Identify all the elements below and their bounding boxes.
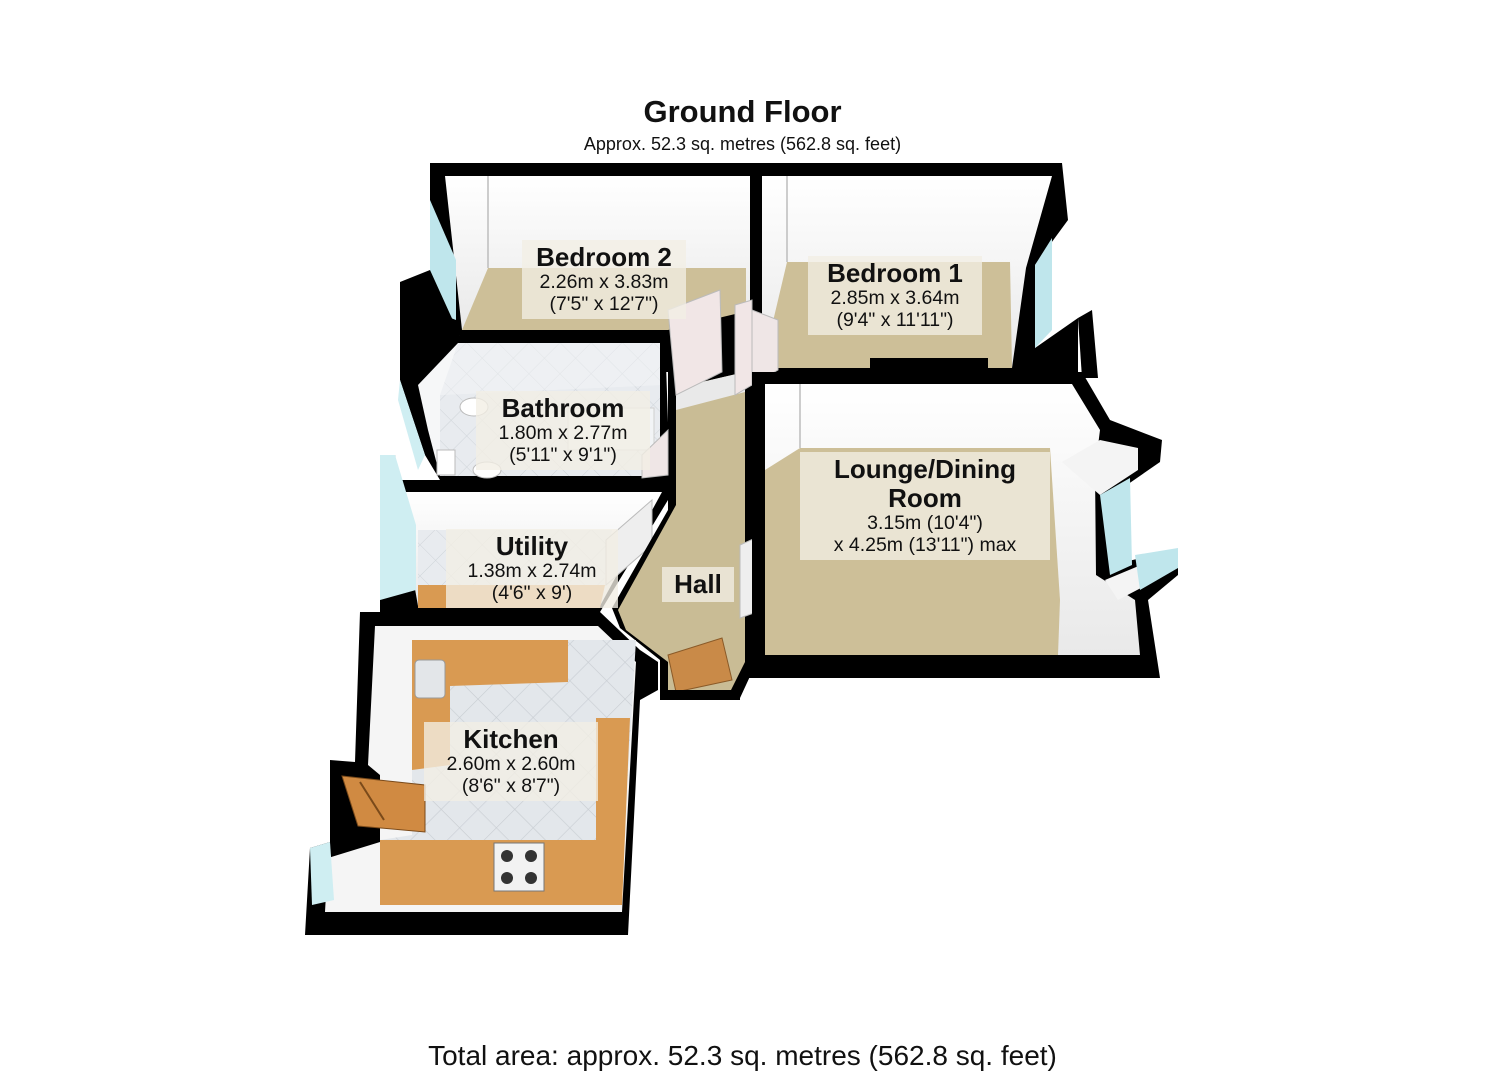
room-dimensions-metric: 2.60m x 2.60m <box>446 753 576 776</box>
worktop <box>380 718 630 905</box>
radiator <box>870 358 988 370</box>
room-dimensions-imperial: (5'11" x 9'1") <box>509 443 617 466</box>
room-dimensions-metric: 1.38m x 2.74m <box>467 560 597 583</box>
front-door <box>667 637 733 693</box>
room-label-hall: Hall <box>662 567 734 603</box>
window <box>1035 238 1052 348</box>
hob <box>493 842 545 892</box>
room-name: Bedroom 1 <box>827 258 963 288</box>
room-name: Bedroom 2 <box>536 242 672 272</box>
room-name: Utility <box>495 531 569 561</box>
window <box>1100 478 1132 575</box>
window <box>398 380 425 470</box>
room-dimensions-metric: 1.80m x 2.77m <box>498 422 628 445</box>
window <box>1135 548 1178 590</box>
worktop <box>412 640 568 770</box>
door <box>751 309 779 386</box>
floor-title: Ground Floor <box>643 94 842 129</box>
room-dimensions-imperial: (7'5" x 12'7") <box>549 292 659 315</box>
total-area: Total area: approx. 52.3 sq. metres (562… <box>428 1040 1057 1071</box>
room-label-kitchen: Kitchen 2.60m x 2.60m (8'6" x 8'7") <box>424 722 598 801</box>
room-dimensions-imperial: (8'6" x 8'7") <box>461 774 561 797</box>
floor-area-subtitle: Approx. 52.3 sq. metres (562.8 sq. feet) <box>583 134 902 154</box>
room-label-bedroom-2: Bedroom 2 2.26m x 3.83m (7'5" x 12'7") <box>522 240 686 319</box>
kitchen-door <box>341 775 426 833</box>
room-dimensions-imperial: (4'6" x 9') <box>491 581 573 604</box>
bay-wall <box>1062 440 1138 495</box>
window <box>380 455 416 600</box>
room-label-utility: Utility 1.38m x 2.74m (4'6" x 9') <box>446 529 618 608</box>
room-label-lounge-dining: Lounge/Dining Room 3.15m (10'4") x 4.25m… <box>800 452 1050 560</box>
room-name: Hall <box>674 569 722 599</box>
room-dimensions-imperial: (9'4" x 11'11") <box>836 308 954 331</box>
room-name: Bathroom <box>501 393 625 423</box>
door <box>734 299 753 396</box>
room-dimensions-metric: 2.26m x 3.83m <box>539 271 669 294</box>
room-label-bedroom-1: Bedroom 1 2.85m x 3.64m (9'4" x 11'11") <box>808 256 982 335</box>
room-dimensions-width: 3.15m (10'4") <box>867 512 983 535</box>
room-dimensions-metric: 2.85m x 3.64m <box>830 287 960 310</box>
room-name: Kitchen <box>463 724 559 754</box>
room-label-bathroom: Bathroom 1.80m x 2.77m (5'11" x 9'1") <box>476 391 650 470</box>
room-dimensions-length: x 4.25m (13'11") max <box>833 534 1017 557</box>
room-name-line-2: Room <box>888 483 962 514</box>
window <box>310 842 334 905</box>
room-name-line-1: Lounge/Dining <box>834 454 1016 484</box>
sink <box>414 659 446 699</box>
